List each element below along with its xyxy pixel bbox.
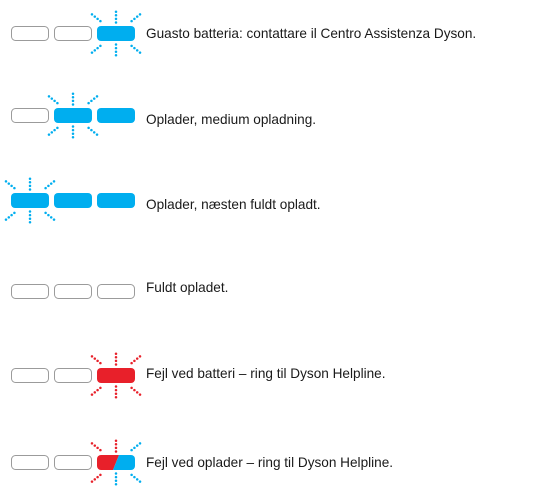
status-row-charger-fault: Fejl ved oplader – ring til Dyson Helpli… bbox=[0, 424, 555, 504]
status-row-medium-charge: Oplader, medium opladning. bbox=[0, 77, 555, 157]
led-segment-off bbox=[54, 284, 92, 299]
led-segment-blue bbox=[97, 193, 135, 208]
led-segment-split bbox=[97, 455, 135, 470]
status-row-battery-fault-it: Guasto batteria: contattare il Centro As… bbox=[0, 0, 555, 75]
status-label: Oplader, næsten fuldt opladt. bbox=[146, 197, 321, 212]
led-indicator-icon bbox=[11, 92, 135, 139]
led-segment-off bbox=[54, 26, 92, 41]
led-segment-off bbox=[11, 108, 49, 123]
flash-rays bbox=[90, 352, 142, 399]
flash-rays bbox=[90, 439, 142, 486]
status-label: Guasto batteria: contattare il Centro As… bbox=[146, 26, 477, 41]
led-indicator-icon bbox=[11, 352, 142, 399]
led-segment-off bbox=[97, 284, 135, 299]
status-label: Fuldt opladet. bbox=[146, 280, 229, 295]
flash-rays bbox=[47, 92, 99, 139]
status-label: Fejl ved oplader – ring til Dyson Helpli… bbox=[146, 455, 394, 470]
led-indicator-icon bbox=[11, 439, 142, 486]
led-segment-blue bbox=[54, 108, 92, 123]
led-segment-blue bbox=[97, 108, 135, 123]
led-indicator-icon bbox=[11, 10, 142, 57]
status-row-fully-charged: Fuldt opladet. bbox=[0, 253, 555, 333]
status-row-battery-fault: Fejl ved batteri – ring til Dyson Helpli… bbox=[0, 337, 555, 417]
status-label: Oplader, medium opladning. bbox=[146, 112, 317, 127]
led-segment-off bbox=[11, 284, 49, 299]
led-indicator-icon bbox=[4, 177, 135, 224]
led-segment-blue bbox=[11, 193, 49, 208]
led-segment-off bbox=[54, 455, 92, 470]
status-label: Fejl ved batteri – ring til Dyson Helpli… bbox=[146, 366, 386, 381]
flash-rays bbox=[90, 10, 142, 57]
led-segment-off bbox=[11, 26, 49, 41]
led-segment-blue bbox=[97, 26, 135, 41]
led-segment-red bbox=[97, 368, 135, 383]
led-segment-off bbox=[11, 455, 49, 470]
led-segment-off bbox=[54, 368, 92, 383]
led-segment-blue bbox=[54, 193, 92, 208]
led-indicator-icon bbox=[11, 284, 135, 299]
flash-rays bbox=[4, 177, 56, 224]
led-segment-off bbox=[11, 368, 49, 383]
status-row-almost-full: Oplader, næsten fuldt opladt. bbox=[0, 162, 555, 242]
